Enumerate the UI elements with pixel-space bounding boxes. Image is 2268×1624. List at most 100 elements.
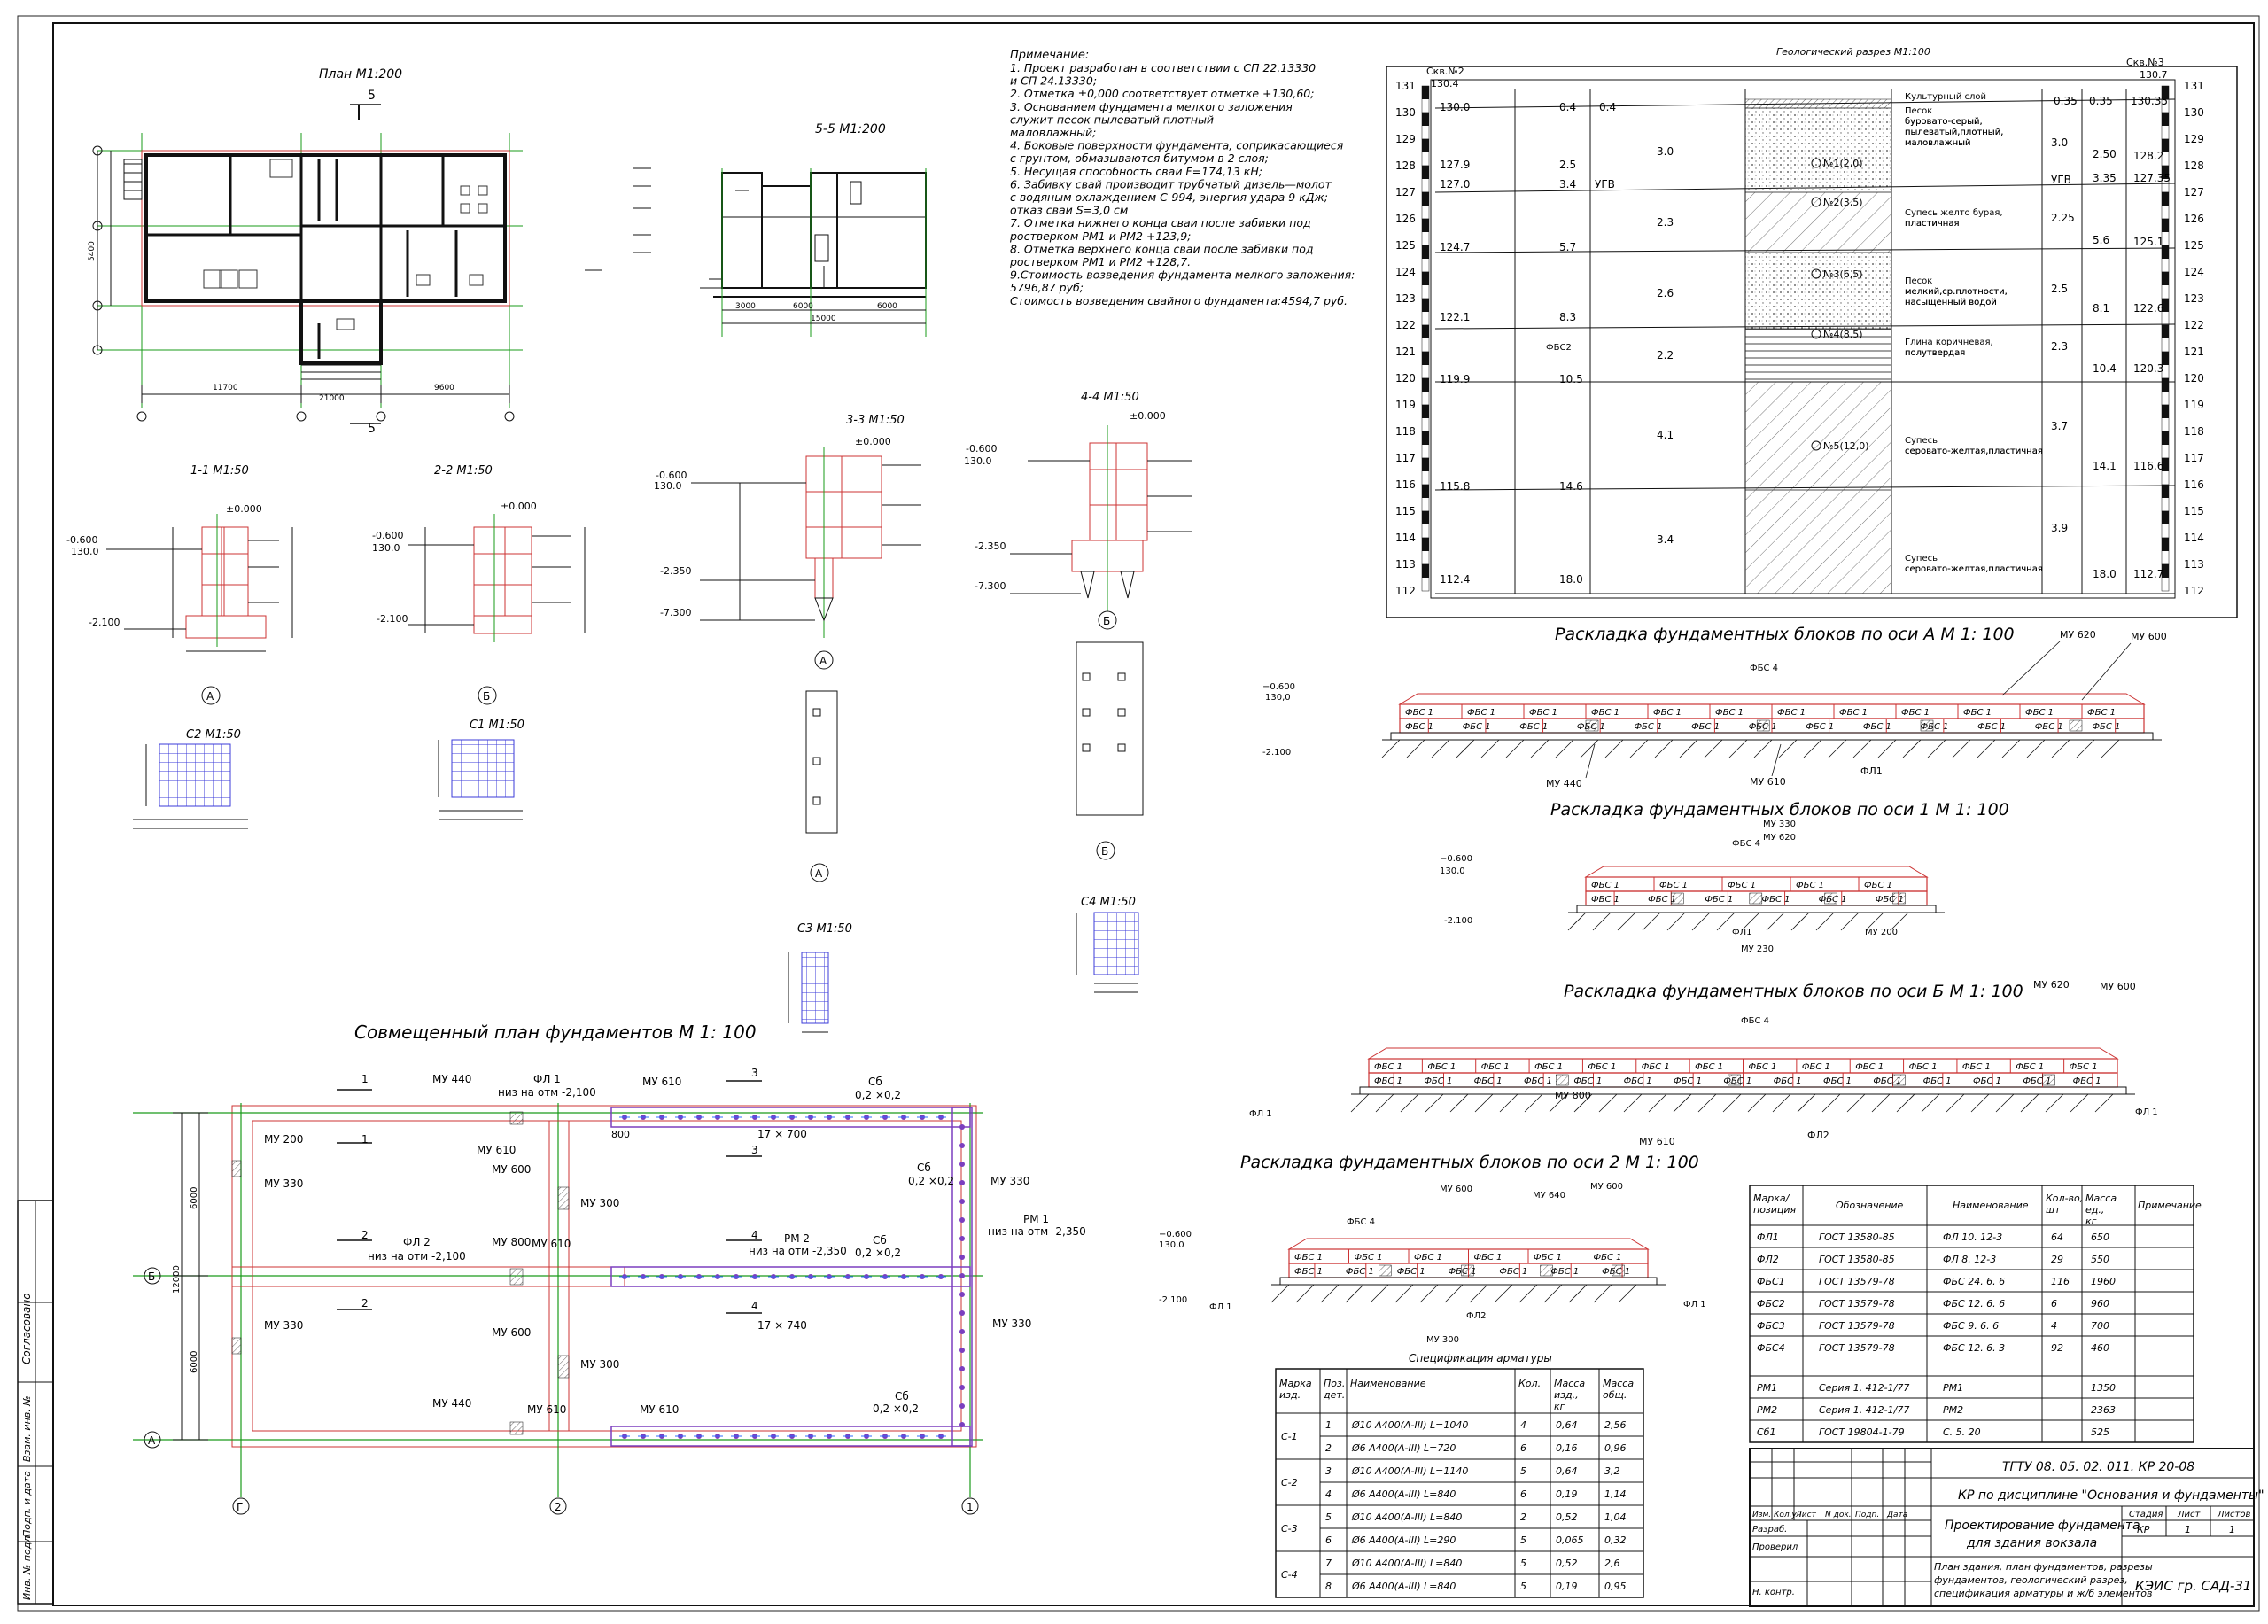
layA-mu440: МУ 440 xyxy=(1546,778,1582,789)
ruler-segment xyxy=(2162,299,2169,312)
lay1-fl1: ФЛ1 xyxy=(1732,928,1752,937)
elev-tick-left: 119 xyxy=(1395,399,1416,411)
ground-hatch xyxy=(2026,739,2046,758)
s22-axis-B-label: Б xyxy=(483,690,490,703)
stamp-stage-h: Стадия xyxy=(2129,1510,2163,1519)
geo-left-abs: 122.1 xyxy=(1440,311,1470,323)
ground-hatch xyxy=(1295,1284,1315,1303)
plan-dim-11700: 11700 xyxy=(213,384,238,392)
ground-hatch xyxy=(1543,1284,1563,1303)
rebar-frame xyxy=(1275,1368,1644,1598)
spec-cell: РМ1 xyxy=(1757,1382,1777,1394)
ground-hatch xyxy=(2020,1093,2039,1113)
s44-axis-B2 xyxy=(1096,841,1115,860)
c3-title: С3 М1:50 xyxy=(797,922,852,936)
lay2-fl2: ФЛ2 xyxy=(1466,1311,1487,1321)
ground-hatch xyxy=(1728,739,1748,758)
layer-thickness: 0.35 xyxy=(2054,95,2078,107)
spec-cell: 6 xyxy=(2051,1298,2057,1309)
sample-marker xyxy=(1811,440,1821,451)
mu-insert xyxy=(1756,719,1770,732)
geo-left-abs: 115.8 xyxy=(1440,480,1470,493)
s22-title: 2-2 М1:50 xyxy=(434,464,493,478)
s44-m0600: -0.600 xyxy=(966,443,997,455)
mu-insert xyxy=(1749,892,1763,905)
spec-cell: ФЛ 10. 12-3 xyxy=(1943,1232,2002,1243)
ground-hatch xyxy=(1494,1284,1513,1303)
layA-m0600: −0.600 xyxy=(1262,682,1295,692)
found-fl1-low: низ на отм -2,100 xyxy=(498,1086,596,1099)
rebar-cell: 0,32 xyxy=(1604,1535,1627,1546)
lay2-title: Раскладка фундаментных блоков по оси 2 М… xyxy=(1240,1153,1699,1172)
pile xyxy=(959,1366,965,1371)
stamp-stage: КР xyxy=(2137,1524,2150,1535)
fbs1-label: ФБС 1 xyxy=(1774,1076,1802,1086)
ruler-segment xyxy=(1422,458,1429,471)
s44-m7300: -7.300 xyxy=(975,580,1006,592)
ground-hatch xyxy=(1766,912,1785,931)
pile xyxy=(959,1385,965,1390)
geo-left-depth: 10.5 xyxy=(1559,373,1583,385)
ruler-segment xyxy=(1422,192,1429,206)
ground-hatch xyxy=(1846,1093,1866,1113)
sample-marker xyxy=(1811,268,1821,279)
spec-cell: Сб1 xyxy=(1757,1426,1775,1438)
lay1-mu230: МУ 230 xyxy=(1741,944,1774,954)
spec-header: Марка/позиция xyxy=(1753,1193,1797,1216)
spec-cell: ГОСТ 13579-78 xyxy=(1819,1320,1895,1332)
spec-cell: РМ2 xyxy=(1757,1404,1777,1416)
found-mu300-b: МУ 300 xyxy=(580,1358,619,1371)
fbs1-label: ФБС 1 xyxy=(1806,722,1834,732)
side-agreed: Согласовано xyxy=(20,1293,33,1364)
ruler-segment xyxy=(1422,511,1429,524)
found-mu600-a: МУ 600 xyxy=(492,1163,531,1176)
notes-line: с грунтом, обмазываются битумом в 2 слоя… xyxy=(1010,152,1269,165)
fbs1-label: ФБС 1 xyxy=(1591,708,1619,718)
ground-hatch xyxy=(1828,739,1847,758)
s33-m7300: -7.300 xyxy=(660,607,691,618)
found-dim6000a: 6000 xyxy=(190,1187,199,1209)
fbs1-label: ФБС 1 xyxy=(1481,1062,1510,1072)
ground-hatch xyxy=(1747,1093,1767,1113)
elev-tick-right: 114 xyxy=(2184,532,2204,544)
strip-footing xyxy=(1359,1086,2127,1095)
stamp-header-cell: Изм. xyxy=(1752,1511,1771,1519)
s11-axis-A-label: А xyxy=(206,690,214,703)
layA-title: Раскладка фундаментных блоков по оси А М… xyxy=(1555,625,2015,644)
ruler-segment xyxy=(2162,325,2169,338)
geo-left-thk: 3.4 xyxy=(1657,533,1674,546)
rebar-title: Спецификация арматуры xyxy=(1409,1352,1552,1364)
fbs1-label: ФБС 1 xyxy=(1519,722,1548,732)
rebar-cell: 1,04 xyxy=(1604,1511,1627,1523)
ground-hatch xyxy=(1469,1284,1488,1303)
rebar-cell: Ø10 А400(А-III) L=1140 xyxy=(1351,1465,1468,1477)
s44-m2350: -2.350 xyxy=(975,540,1006,552)
found-mu800: МУ 800 xyxy=(492,1236,531,1248)
fbs1-label: ФБС 1 xyxy=(1909,1062,1938,1072)
elev-tick-right: 125 xyxy=(2184,239,2204,252)
fbs1-label: ФБС 1 xyxy=(2016,1062,2044,1072)
detail-c2: С2 М1:50 xyxy=(133,728,248,829)
found-rm2: РМ 2 xyxy=(784,1232,810,1245)
found-mu200: МУ 200 xyxy=(264,1133,303,1146)
layer-depth: 5.6 xyxy=(2093,234,2109,246)
ground-hatch xyxy=(2070,1093,2089,1113)
found-rm1-low: низ на отм -2,350 xyxy=(988,1225,1086,1238)
stamp-content3: спецификация арматуры и ж/б элементов xyxy=(1934,1588,2152,1599)
lay2-fl1l: ФЛ 1 xyxy=(1209,1302,1232,1312)
layer-description: буровато-серый, xyxy=(1905,117,1983,127)
ruler-segment xyxy=(2162,511,2169,524)
section-1-1: 1-1 М1:50 ±0.000 -0.600 130.0 -2.100 А xyxy=(66,464,293,705)
ground-hatch xyxy=(1270,1284,1290,1303)
found-cut3b: 3 xyxy=(751,1144,758,1156)
ruler-segment xyxy=(1422,86,1429,99)
sample-number: №5(12,0) xyxy=(1823,440,1869,452)
found-dim17x740: 17 × 740 xyxy=(757,1319,807,1332)
fbs1-label: ФБС 1 xyxy=(1294,1253,1323,1263)
spec-cell: ФБС 12. 6. 3 xyxy=(1943,1342,2005,1354)
ruler-segment xyxy=(1422,113,1429,126)
found-mu330-a: МУ 330 xyxy=(264,1177,303,1190)
